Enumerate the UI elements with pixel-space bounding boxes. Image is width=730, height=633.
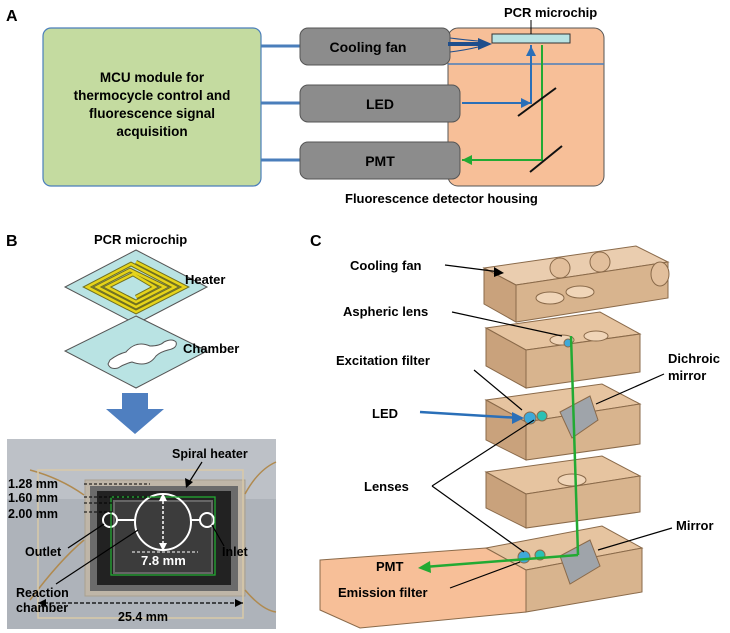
spiral-heater-leader-head (185, 478, 193, 488)
mcu-module-box (42, 27, 262, 187)
inlet-leader (211, 524, 225, 547)
spiral-heater-label: Spiral heater (172, 447, 248, 461)
c-dichroic-label-2: mirror (668, 368, 706, 383)
panel-label-c: C (310, 233, 322, 250)
dim-label-3: 2.00 mm (8, 507, 58, 521)
inner-dim-arrowhead-bottom (159, 543, 167, 551)
pmt-box (299, 141, 461, 180)
pcr-microchip-title-b: PCR microchip (94, 232, 187, 247)
c-green-arrowhead (418, 561, 431, 573)
c-green-horizontal (423, 553, 579, 569)
block-aspheric-lens (484, 311, 642, 389)
reaction-label-1: Reaction (16, 586, 69, 600)
reaction-leader (55, 529, 139, 585)
block-middle (484, 455, 642, 529)
c-blue-led-beam (419, 410, 521, 420)
c-dichroic-leader (595, 373, 665, 405)
excitation-arrowhead-2 (526, 46, 536, 56)
panel-c: C (310, 233, 720, 629)
pcr-microchip-slab (491, 33, 571, 44)
spiral-heater-leader (187, 461, 203, 485)
c-lenses-leader-1 (431, 419, 535, 487)
c-emission-leader (449, 561, 521, 589)
panel-label-a: A (6, 8, 18, 25)
c-led-label: LED (372, 406, 398, 421)
emission-arrowhead (462, 155, 472, 165)
airflow-arrowhead (478, 38, 492, 50)
c-mirror-leader (597, 527, 673, 551)
outlet-label: Outlet (25, 545, 62, 559)
c-dichroic-label-1: Dichroic (668, 351, 720, 366)
inner-dim-label: 7.8 mm (141, 553, 186, 568)
c-aspheric-lens-label: Aspheric lens (343, 304, 428, 319)
mirror-a (529, 145, 563, 173)
c-cooling-fan-head (494, 267, 504, 277)
c-mirror-label: Mirror (676, 518, 714, 533)
inner-dim-arrowhead-top (159, 493, 167, 501)
dim-label-2: 1.60 mm (8, 491, 58, 505)
dim-label-1: 1.28 mm (8, 477, 58, 491)
c-cooling-fan-leader (444, 264, 501, 273)
panel-b: B PCR microchip Heater Chamber (6, 232, 277, 629)
outer-dim-head-right (235, 599, 243, 607)
inlet-label: Inlet (222, 545, 249, 559)
outlet-leader (67, 523, 105, 549)
mcu-line-1: MCU module for (100, 70, 205, 85)
block-cooling-fan (482, 245, 670, 323)
heater-label: Heater (185, 272, 225, 287)
c-aspheric-leader (451, 311, 563, 337)
c-cooling-fan-label: Cooling fan (350, 258, 422, 273)
c-pmt-label: PMT (376, 559, 404, 574)
down-arrow (106, 393, 164, 434)
c-excitation-filter-label: Excitation filter (336, 353, 430, 368)
mcu-line-2: thermocycle control and (74, 88, 231, 103)
emission-beam (462, 45, 543, 161)
led-box (299, 84, 461, 123)
airflow-lines (449, 37, 479, 53)
spiral-heater-inner (84, 260, 188, 314)
c-lenses-leader-2 (431, 485, 525, 553)
c-lenses-label: Lenses (364, 479, 409, 494)
pcr-microchip-label-a: PCR microchip (504, 5, 597, 20)
excitation-arrowhead-1 (521, 98, 531, 108)
panel-label-b: B (6, 233, 18, 250)
block-led-dichroic (484, 383, 642, 461)
cooling-fan-label: Cooling fan (330, 39, 407, 55)
c-blue-arrowhead (512, 412, 524, 424)
chamber-label: Chamber (183, 341, 239, 356)
outer-dim-head-left (38, 599, 46, 607)
c-emission-filter-label: Emission filter (338, 585, 428, 600)
mcu-line-4: acquisition (116, 124, 187, 139)
panel-a: A MCU module for thermocycle control and… (6, 5, 605, 206)
c-green-vertical (569, 335, 580, 556)
pmt-label: PMT (365, 153, 395, 169)
cooling-fan-box (299, 27, 451, 66)
dichroic-mirror-a (517, 87, 557, 117)
reaction-label-2: chamber (16, 601, 68, 615)
c-excitation-leader (473, 369, 523, 411)
housing-label: Fluorescence detector housing (345, 191, 538, 206)
led-label: LED (366, 96, 394, 112)
chamber-outline (107, 339, 177, 369)
mcu-line-3: fluorescence signal (89, 106, 215, 121)
outer-dim-label: 25.4 mm (118, 610, 168, 624)
